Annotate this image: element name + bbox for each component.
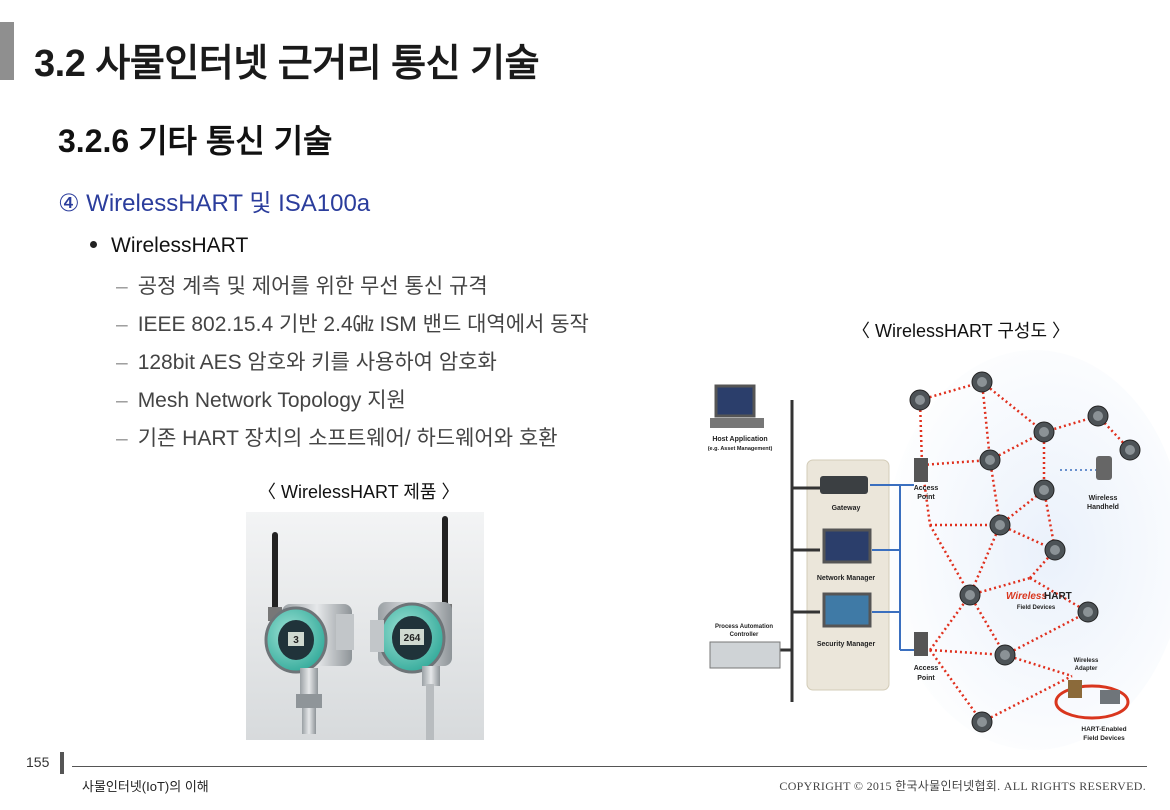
diagram-label: Access: [914, 485, 939, 492]
wirelesshart-diagram: Host Application (e.g. Asset Management)…: [708, 350, 1170, 750]
display-readout: 264: [404, 633, 421, 644]
access-point-icon: [914, 458, 928, 482]
list-item: –IEEE 802.15.4 기반 2.4㎓ ISM 밴드 대역에서 동작: [116, 310, 589, 348]
handheld-icon: [1096, 456, 1112, 480]
diagram-label: Point: [917, 675, 935, 682]
diagram-label: Adapter: [1075, 666, 1098, 672]
diagram-label: Wireless: [1074, 658, 1099, 664]
list-item: –공정 계측 및 제어를 위한 무선 통신 규격: [116, 272, 589, 310]
list-item-text: Mesh Network Topology 지원: [137, 389, 406, 412]
dash-icon: –: [116, 427, 128, 450]
diagram-label: Gateway: [832, 505, 861, 512]
antenna-icon: [272, 532, 278, 612]
diagram-caption: 〈 WirelessHART 구성도 〉: [852, 321, 1071, 341]
monitor-icon: [822, 592, 872, 628]
dash-icon: –: [116, 275, 128, 298]
diagram-label: Field Devices: [1017, 605, 1056, 611]
page-subtitle: 3.2.6 기타 통신 기술: [58, 123, 333, 159]
footer-divider: [72, 766, 1147, 767]
antenna-icon: [442, 516, 448, 608]
diagram-label: Access: [914, 665, 939, 672]
diagram-label: Host Application: [712, 436, 767, 443]
diagram-label: Security Manager: [817, 641, 876, 648]
footer-left: 사물인터넷(IoT)의 이해: [82, 779, 209, 794]
dash-icon: –: [116, 389, 128, 412]
diagram-label: Wireless: [1089, 495, 1118, 502]
list-item-text: 공정 계측 및 제어를 위한 무선 통신 규격: [137, 275, 488, 298]
page-title: 3.2 사물인터넷 근거리 통신 기술: [34, 43, 540, 85]
title-accent-bar: [0, 22, 14, 80]
diagram-label: Handheld: [1087, 504, 1119, 511]
computer-icon: [714, 384, 756, 418]
page-marker: [60, 752, 64, 774]
bullet-text: WirelessHART: [111, 234, 249, 257]
list-item-text: 128bit AES 암호와 키를 사용하여 암호화: [137, 351, 497, 374]
footer-copyright: COPYRIGHT © 2015 한국사물인터넷협회. ALL RIGHTS R…: [779, 779, 1146, 793]
dash-icon: –: [116, 313, 128, 336]
diagram-label: Network Manager: [817, 575, 876, 582]
list-item-text: IEEE 802.15.4 기반 2.4㎓ ISM 밴드 대역에서 동작: [137, 313, 589, 336]
diagram-label: Field Devices: [1083, 735, 1125, 742]
page-number: 155: [26, 754, 50, 770]
detail-list: –공정 계측 및 제어를 위한 무선 통신 규격 –IEEE 802.15.4 …: [116, 272, 589, 462]
bullet-item: WirelessHART: [90, 234, 248, 258]
controller-icon: [709, 641, 781, 669]
section-heading: ④ WirelessHART 및 ISA100a: [58, 190, 371, 217]
brand-hart: HART: [1044, 591, 1072, 602]
diagram-label: (e.g. Asset Management): [708, 446, 773, 452]
product-photo: 3 264: [246, 512, 484, 740]
list-item: –Mesh Network Topology 지원: [116, 386, 589, 424]
diagram-label: Point: [917, 494, 935, 501]
product-caption: 〈 WirelessHART 제품 〉: [258, 482, 460, 502]
brand-wireless: Wireless: [1006, 591, 1047, 602]
list-item-text: 기존 HART 장치의 소프트웨어/ 하드웨어와 호환: [137, 427, 558, 450]
gateway-icon: [820, 476, 868, 494]
monitor-icon: [822, 528, 872, 564]
diagram-label: Controller: [730, 632, 759, 638]
list-item: –기존 HART 장치의 소프트웨어/ 하드웨어와 호환: [116, 424, 589, 462]
access-point-icon: [914, 632, 928, 656]
display-readout: 3: [293, 635, 299, 646]
dash-icon: –: [116, 351, 128, 374]
diagram-label: HART-Enabled: [1081, 726, 1126, 733]
bullet-dot-icon: [90, 240, 97, 248]
diagram-label: Process Automation: [715, 624, 773, 630]
list-item: –128bit AES 암호와 키를 사용하여 암호화: [116, 348, 589, 386]
